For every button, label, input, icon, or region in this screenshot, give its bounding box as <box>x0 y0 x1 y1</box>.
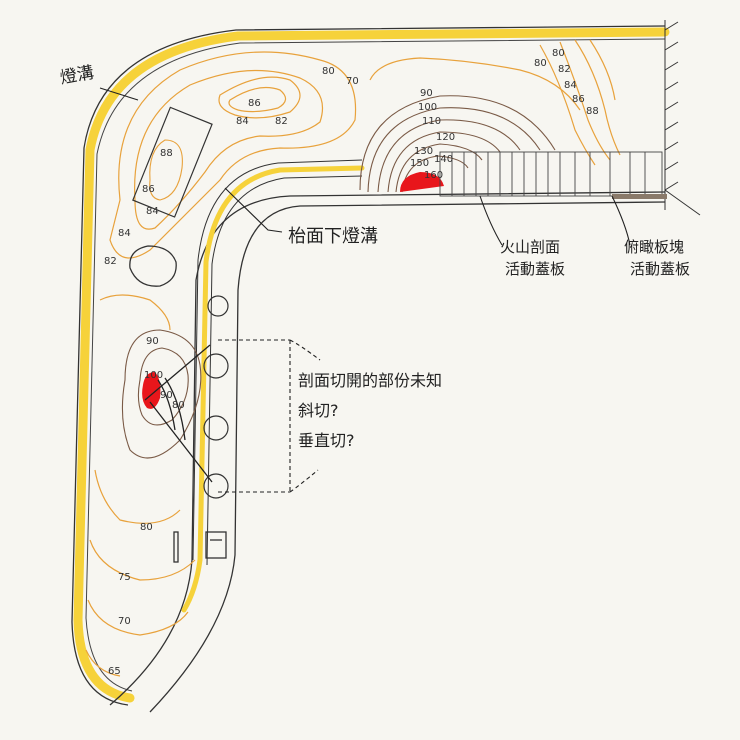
note-line-1: 剖面切開的部份未知 <box>298 371 442 390</box>
overlook-cover-strip <box>612 194 667 199</box>
lower-left-contours <box>85 294 196 677</box>
svg-text:160: 160 <box>424 170 443 181</box>
svg-text:燈溝: 燈溝 <box>58 63 95 89</box>
svg-text:88: 88 <box>160 148 173 159</box>
contour-labels-top-right: 80 80 82 84 86 88 <box>534 48 599 117</box>
svg-text:70: 70 <box>118 616 131 627</box>
contour-labels-top: 80 70 86 84 82 88 86 84 84 82 <box>104 66 359 267</box>
label-overlook-line2: 活動蓋板 <box>630 260 690 278</box>
svg-text:65: 65 <box>108 666 121 677</box>
top-left-panel-contour <box>149 139 183 201</box>
svg-text:82: 82 <box>558 64 571 75</box>
small-sink <box>173 531 227 563</box>
svg-text:70: 70 <box>346 76 359 87</box>
label-volcano-cover-line1: 火山剖面 <box>500 238 560 256</box>
contours-top-right <box>539 39 621 166</box>
svg-text:86: 86 <box>142 184 155 195</box>
svg-text:80: 80 <box>552 48 565 59</box>
left-peak-section-lines <box>144 344 213 483</box>
svg-text:80: 80 <box>172 400 185 411</box>
volcano-contours <box>359 95 556 193</box>
svg-text:90: 90 <box>146 336 159 347</box>
under-counter-trench-edge-2 <box>206 175 363 566</box>
outer-trench-edge-outer <box>71 25 666 706</box>
svg-text:140: 140 <box>434 154 453 165</box>
left-peak-lava <box>142 372 161 409</box>
svg-text:80: 80 <box>534 58 547 69</box>
note-callout <box>218 339 321 493</box>
counter-edge-outer <box>109 191 666 706</box>
svg-text:90: 90 <box>420 88 433 99</box>
right-wall <box>664 20 701 216</box>
svg-text:84: 84 <box>118 228 131 239</box>
svg-text:130: 130 <box>414 146 433 157</box>
under-counter-trench-edge <box>192 159 363 561</box>
label-counter-light-trench: 枱面下燈溝 <box>288 226 378 247</box>
contour-labels-lower-left: 80 75 70 65 <box>108 522 153 677</box>
left-peak-contours <box>121 329 202 459</box>
label-light-trench: 燈溝 <box>58 63 95 89</box>
volcano-lava <box>400 172 444 192</box>
svg-text:100: 100 <box>144 370 163 381</box>
svg-text:80: 80 <box>140 522 153 533</box>
outer-light-trench <box>73 27 670 703</box>
svg-text:80: 80 <box>322 66 335 77</box>
label-overlook-line1: 俯瞰板塊 <box>624 238 684 256</box>
rock-blob <box>129 245 177 287</box>
svg-text:88: 88 <box>586 106 599 117</box>
svg-text:86: 86 <box>248 98 261 109</box>
svg-text:82: 82 <box>275 116 288 127</box>
counter-edge-inner <box>149 201 666 713</box>
leader-lines <box>99 87 631 246</box>
svg-text:100: 100 <box>418 102 437 113</box>
label-volcano-cover-line2: 活動蓋板 <box>505 260 565 278</box>
svg-text:75: 75 <box>118 572 131 583</box>
svg-text:84: 84 <box>236 116 249 127</box>
under-counter-light-trench <box>181 165 365 613</box>
outer-trench-edge-inner <box>85 38 666 692</box>
drawer-knobs <box>203 295 229 499</box>
svg-text:120: 120 <box>436 132 455 143</box>
svg-text:86: 86 <box>572 94 585 105</box>
contour-labels-volcano: 90 100 110 120 130 140 150 160 <box>410 88 455 181</box>
note-line-2: 斜切? <box>298 401 339 420</box>
contour-labels-left-peak: 90 100 90 80 <box>144 336 185 411</box>
contours-top-left <box>109 51 581 259</box>
svg-text:84: 84 <box>564 80 577 91</box>
svg-text:84: 84 <box>146 206 159 217</box>
svg-text:82: 82 <box>104 256 117 267</box>
note-line-3: 垂直切? <box>298 431 355 450</box>
svg-text:90: 90 <box>160 390 173 401</box>
volcano-cover-slats <box>439 151 663 197</box>
top-left-panel <box>132 106 213 218</box>
svg-text:150: 150 <box>410 158 429 169</box>
svg-text:110: 110 <box>422 116 441 127</box>
